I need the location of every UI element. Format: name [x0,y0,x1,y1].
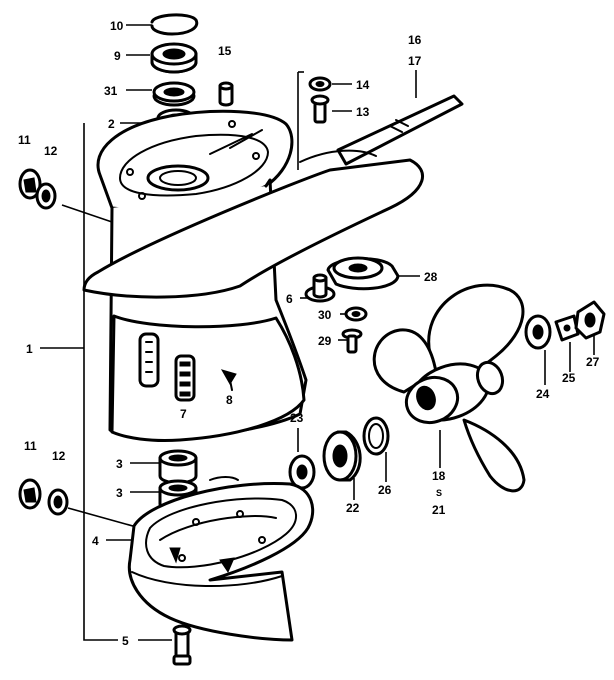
callout-24: 24 [536,387,550,401]
propshaft-seal [288,454,316,490]
propeller [372,283,526,493]
callout-21: 21 [432,503,446,517]
gear-housing [127,482,315,642]
upper-washer [35,182,57,210]
callout-10: 10 [110,19,124,33]
callout-3-upper: 3 [116,457,123,471]
oil-seal [152,81,196,107]
callout-5: 5 [122,634,129,648]
grommet [304,273,336,303]
callout-4: 4 [92,534,99,548]
callout-15: 15 [218,44,232,58]
callout-23: 23 [290,411,304,425]
propeller-nut [574,300,606,340]
o-ring [362,416,390,456]
callout-27: 27 [586,355,600,369]
nut [344,306,368,322]
cotter-pin [554,314,580,342]
needle-bearing-upper [158,449,198,485]
trim-tab [336,94,464,166]
callout-14: 14 [356,78,370,92]
callout-16: 16 [408,33,422,47]
callout-6: 6 [286,292,293,306]
callout-2: 2 [108,117,115,131]
callout-18-to-21-sep: S [436,488,442,498]
callout-17: 17 [408,54,422,68]
plug-screw [341,328,363,354]
housing-bolt [172,624,192,666]
callout-12-upper: 12 [44,144,58,158]
callout-3-lower: 3 [116,486,123,500]
bolt [310,94,330,124]
callout-11-upper: 11 [18,133,31,147]
callout-labels: 10 9 15 16 17 14 31 13 2 11 12 1 28 6 30… [18,19,600,648]
washer [308,76,332,92]
callout-31: 31 [104,84,118,98]
snap-ring [150,13,199,36]
water-tube-seal [326,256,400,291]
callout-13: 13 [356,105,370,119]
callout-7: 7 [180,407,187,421]
callout-25: 25 [562,371,576,385]
callout-22: 22 [346,501,360,515]
callout-28: 28 [424,270,438,284]
callout-9: 9 [114,49,121,63]
driveshaft-housing [82,109,425,442]
upper-bearing [150,42,198,74]
callout-29: 29 [318,334,332,348]
dowel-pin [218,81,234,107]
propshaft-bearing [322,430,362,482]
callout-8: 8 [226,393,233,407]
lower-washer [47,488,69,516]
callout-1: 1 [26,342,33,356]
callout-12-lower: 12 [52,449,66,463]
callout-30: 30 [318,308,332,322]
lower-anode [18,478,42,510]
callout-11-lower: 11 [24,439,37,453]
callout-26: 26 [378,483,392,497]
thrust-washer [524,314,552,350]
callout-18: 18 [432,469,446,483]
